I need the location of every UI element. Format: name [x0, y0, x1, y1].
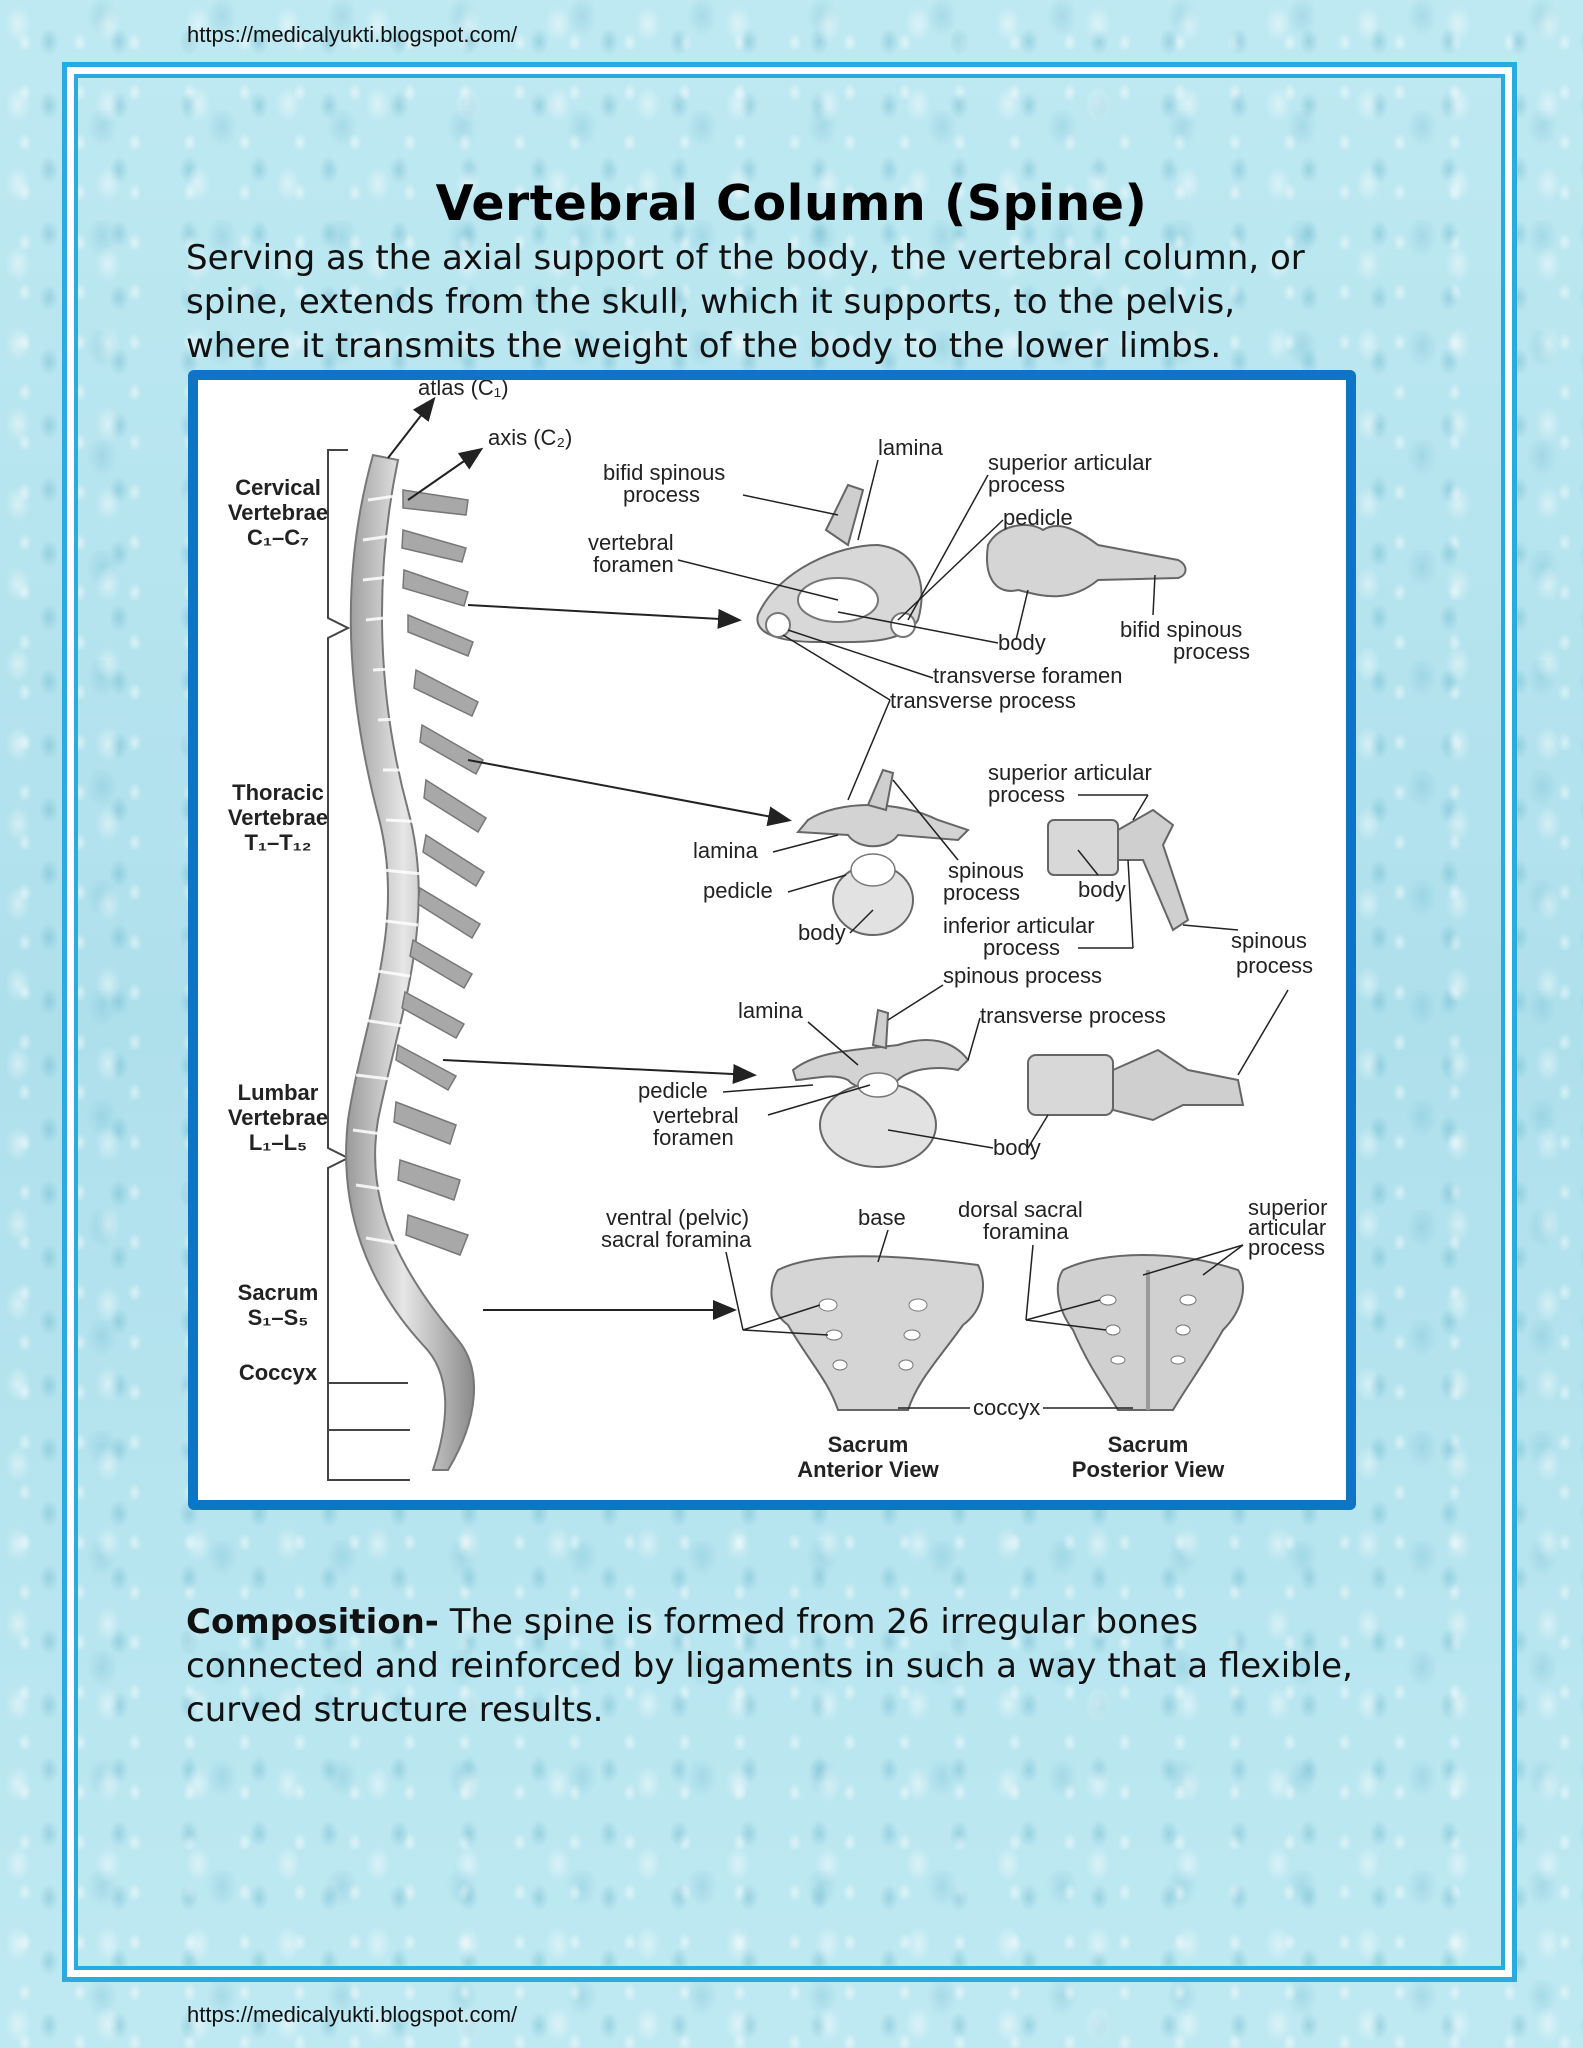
intro-line: Serving as the axial support of the body… [186, 238, 1305, 278]
region-label-sacrum: Sacrum S₁–S₅ [238, 1280, 319, 1330]
svg-text:L₁–L₅: L₁–L₅ [249, 1130, 307, 1155]
lumbar-vertebra-side-view-icon [1027, 1048, 1245, 1122]
svg-text:process: process [988, 472, 1065, 497]
svg-text:superior: superior [1248, 1195, 1327, 1220]
spine-illustration: Cervical Vertebrae C₁–C₇ Thoracic Verteb… [228, 380, 1328, 1482]
svg-text:Vertebrae: Vertebrae [228, 1105, 328, 1130]
svg-text:lamina: lamina [693, 838, 759, 863]
svg-text:Lumbar: Lumbar [238, 1080, 319, 1105]
svg-text:foramina: foramina [983, 1219, 1069, 1244]
svg-text:process: process [1173, 639, 1250, 664]
composition-text: The spine is formed from 26 irregular bo… [186, 1602, 1353, 1730]
svg-text:pedicle: pedicle [638, 1078, 708, 1103]
svg-text:vertebral: vertebral [653, 1103, 739, 1128]
header-url: https://medicalyukti.blogspot.com/ [187, 22, 518, 47]
svg-text:S₁–S₅: S₁–S₅ [248, 1305, 309, 1330]
svg-text:process: process [983, 935, 1060, 960]
svg-text:foramen: foramen [653, 1125, 734, 1150]
svg-text:atlas (C₁): atlas (C₁) [418, 380, 509, 400]
svg-text:bifid spinous: bifid spinous [1120, 617, 1242, 642]
svg-text:body: body [998, 630, 1046, 655]
svg-text:inferior articular: inferior articular [943, 913, 1095, 938]
svg-text:Cervical: Cervical [235, 475, 321, 500]
spine-column-icon [345, 453, 488, 1471]
region-label-cervical: Cervical Vertebrae C₁–C₇ [228, 475, 328, 550]
thoracic-labels: superior articular process lamina pedicl… [693, 760, 1313, 978]
axis-label: axis (C₂) [407, 425, 572, 501]
svg-text:Vertebrae: Vertebrae [228, 500, 328, 525]
svg-text:process: process [988, 782, 1065, 807]
intro-line: where it transmits the weight of the bod… [186, 326, 1222, 366]
region-label-thoracic: Thoracic Vertebrae T₁–T₁₂ [228, 780, 328, 855]
svg-text:pedicle: pedicle [703, 878, 773, 903]
svg-text:lamina: lamina [878, 435, 944, 460]
svg-text:Thoracic: Thoracic [232, 780, 324, 805]
sacrum-posterior-view-icon [1056, 1254, 1244, 1411]
svg-text:transverse foramen: transverse foramen [933, 663, 1123, 688]
svg-text:foramen: foramen [593, 552, 674, 577]
page-frame-outer [62, 62, 1517, 1982]
spine-diagram: Cervical Vertebrae C₁–C₇ Thoracic Verteb… [188, 370, 1356, 1510]
svg-text:body: body [1078, 877, 1126, 902]
svg-text:transverse process: transverse process [980, 1003, 1166, 1028]
svg-text:spinous process: spinous process [943, 963, 1102, 988]
svg-text:vertebral: vertebral [588, 530, 674, 555]
sacral-labels: ventral (pelvic) sacral foramina base do… [601, 1195, 1327, 1482]
svg-text:ventral (pelvic): ventral (pelvic) [606, 1205, 749, 1230]
page-title: Vertebral Column (Spine) [435, 175, 1148, 232]
svg-text:process: process [1236, 953, 1313, 978]
thoracic-vertebra-top-view-icon [795, 768, 970, 936]
page-frame-inner [74, 74, 1505, 1970]
svg-text:axis (C₂): axis (C₂) [488, 425, 572, 450]
svg-text:Coccyx: Coccyx [239, 1360, 318, 1385]
region-label-coccyx: Coccyx [239, 1360, 318, 1385]
svg-text:Posterior View: Posterior View [1072, 1457, 1225, 1482]
composition-heading: Composition- [186, 1602, 439, 1642]
sacrum-anterior-view-icon [770, 1255, 984, 1411]
cervical-vertebra-side-view-icon [986, 524, 1187, 598]
svg-text:process: process [943, 880, 1020, 905]
svg-text:pedicle: pedicle [1003, 505, 1073, 530]
svg-text:sacral foramina: sacral foramina [601, 1227, 752, 1252]
svg-text:body: body [798, 920, 846, 945]
intro-line: spine, extends from the skull, which it … [186, 282, 1236, 322]
svg-text:Sacrum: Sacrum [238, 1280, 319, 1305]
svg-text:superior articular: superior articular [988, 760, 1152, 785]
svg-text:superior articular: superior articular [988, 450, 1152, 475]
svg-text:C₁–C₇: C₁–C₇ [247, 525, 309, 550]
svg-text:lamina: lamina [738, 998, 804, 1023]
svg-text:process: process [1248, 1235, 1325, 1260]
svg-text:transverse process: transverse process [890, 688, 1076, 713]
region-brackets [327, 449, 410, 1481]
svg-text:spinous: spinous [1231, 928, 1307, 953]
svg-text:Anterior View: Anterior View [797, 1457, 939, 1482]
svg-text:process: process [623, 482, 700, 507]
thoracic-vertebra-side-view-icon [1047, 808, 1190, 932]
composition-paragraph: Composition- The spine is formed from 26… [186, 1600, 1386, 1732]
svg-text:bifid spinous: bifid spinous [603, 460, 725, 485]
svg-text:Sacrum: Sacrum [1108, 1432, 1189, 1457]
footer-url: https://medicalyukti.blogspot.com/ [187, 2002, 518, 2027]
cervical-labels: lamina bifid spinous process superior ar… [588, 435, 1250, 801]
lumbar-vertebra-top-view-icon [791, 1008, 970, 1168]
svg-text:Vertebrae: Vertebrae [228, 805, 328, 830]
region-label-lumbar: Lumbar Vertebrae L₁–L₅ [228, 1080, 328, 1155]
atlas-label: atlas (C₁) [387, 380, 509, 459]
svg-text:Sacrum: Sacrum [828, 1432, 909, 1457]
svg-text:spinous: spinous [948, 858, 1024, 883]
svg-text:base: base [858, 1205, 906, 1230]
cervical-vertebra-top-view-icon [756, 483, 923, 644]
intro-paragraph: Serving as the axial support of the body… [186, 236, 1426, 368]
svg-text:coccyx: coccyx [973, 1395, 1040, 1420]
svg-text:articular: articular [1248, 1215, 1326, 1240]
svg-text:T₁–T₁₂: T₁–T₁₂ [244, 830, 311, 855]
lumbar-labels: spinous process lamina transverse proces… [638, 963, 1289, 1160]
svg-text:dorsal sacral: dorsal sacral [958, 1197, 1083, 1222]
